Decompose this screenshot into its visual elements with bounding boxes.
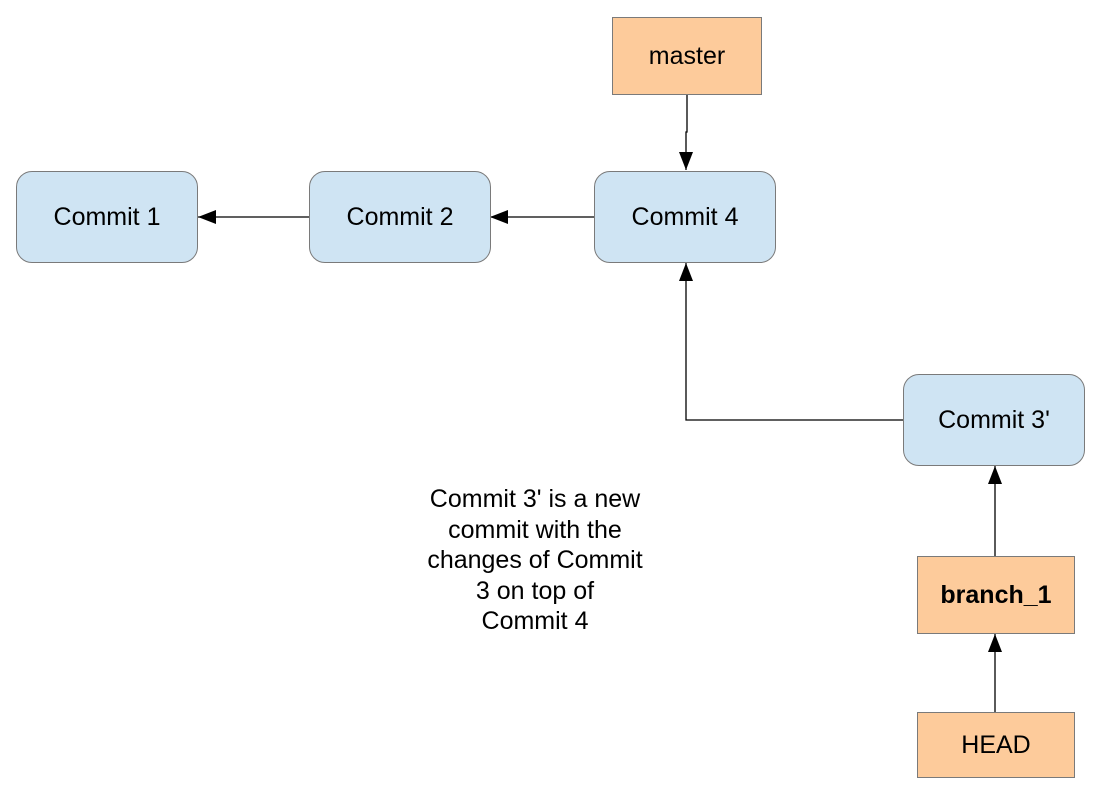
head-ref-node: HEAD <box>917 712 1075 778</box>
commit-4-node: Commit 4 <box>594 171 776 263</box>
rebase-note: Commit 3' is a new commit with the chang… <box>427 485 643 635</box>
commit-3-prime-node: Commit 3' <box>903 374 1085 466</box>
commit-2-label: Commit 2 <box>346 202 454 231</box>
commit-3-prime-label: Commit 3' <box>938 405 1050 434</box>
commit-4-label: Commit 4 <box>631 202 739 231</box>
commit-2-node: Commit 2 <box>309 171 491 263</box>
head-label: HEAD <box>961 730 1031 759</box>
branch-1-ref-node: branch_1 <box>917 556 1075 634</box>
commit-1-label: Commit 1 <box>53 202 161 231</box>
master-label: master <box>648 41 726 70</box>
edge-commit3p-to-commit4 <box>679 263 903 421</box>
edge-master-to-commit4 <box>679 95 693 170</box>
branch-1-label: branch_1 <box>940 580 1052 609</box>
master-ref-node: master <box>612 17 762 95</box>
commit-1-node: Commit 1 <box>16 171 198 263</box>
